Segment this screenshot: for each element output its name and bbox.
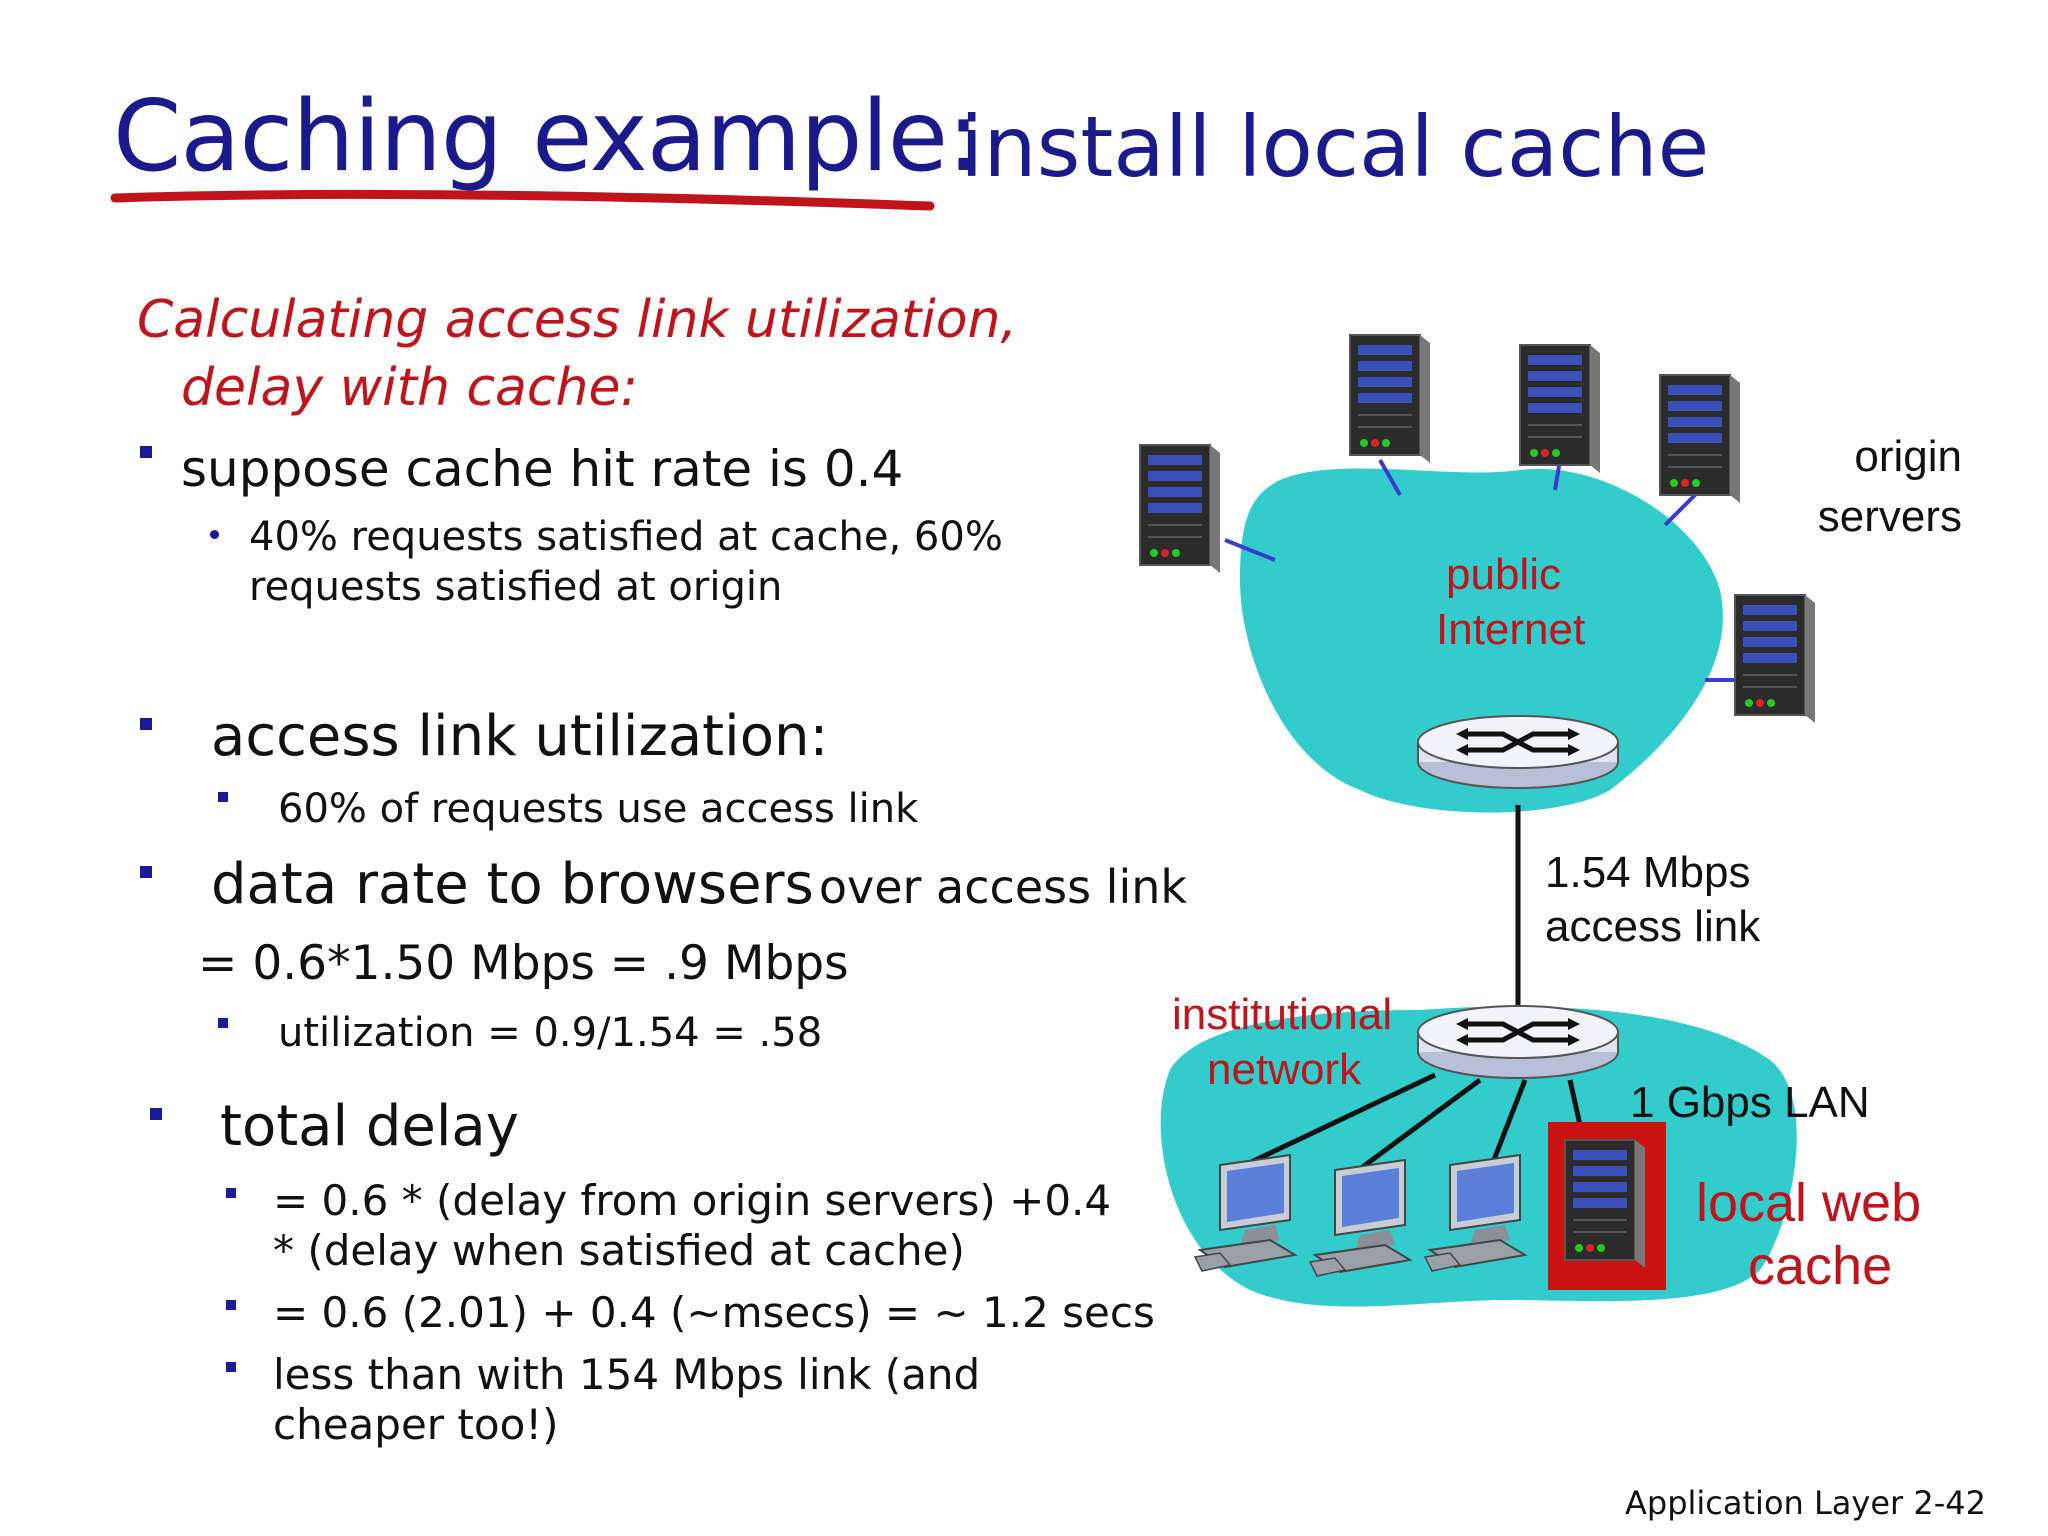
lan-lines [1243, 1072, 1583, 1183]
bullet-marker [140, 866, 152, 878]
bullet-marker [226, 1300, 236, 1310]
bullet-marker [210, 530, 219, 539]
origin-server-3 [1519, 344, 1601, 474]
origin-server-2 [1349, 334, 1431, 464]
bullet-total-delay: total delay [220, 1094, 519, 1159]
bullet-marker [140, 446, 152, 458]
data-rate-suffix: over access link [818, 860, 1188, 914]
origin-label-1: origin [1854, 432, 1962, 481]
institutional-router [1418, 1006, 1618, 1078]
delay-line-3b: cheaper too!) [273, 1400, 559, 1449]
bullet-marker [218, 1018, 228, 1028]
bullet-marker [226, 1188, 236, 1198]
local-cache-label-2: cache [1748, 1236, 1893, 1296]
origin-server-4 [1659, 374, 1741, 504]
delay-line-1b: * (delay when satisfied at cache) [273, 1226, 965, 1275]
slide-title-sub: install local cache [960, 98, 1710, 196]
origin-label-2: servers [1817, 492, 1962, 541]
local-cache-label-1: local web [1696, 1173, 1922, 1233]
bullet-marker [150, 1108, 162, 1120]
bullet-data-rate: data rate to browsers over access link [211, 852, 1187, 917]
bullet-marker [218, 792, 228, 802]
hit-detail-line-2: requests satisfied at origin [249, 564, 783, 610]
access-link-label: access link [1545, 902, 1761, 951]
lan-label: 1 Gbps LAN [1630, 1078, 1870, 1127]
heading-line-2: delay with cache: [181, 358, 638, 418]
local-cache-server [1564, 1139, 1646, 1269]
utilization-calc: utilization = 0.9/1.54 = .58 [278, 1010, 823, 1056]
origin-server-1 [1139, 444, 1221, 574]
institutional-label-1: institutional [1172, 990, 1393, 1039]
hit-detail-line-1: 40% requests satisfied at cache, 60% [249, 514, 1003, 560]
institutional-label-2: network [1207, 1045, 1362, 1094]
data-rate-label: data rate to browsers [211, 852, 814, 917]
title-underline [110, 189, 935, 211]
bullet-utilization: access link utilization: [211, 704, 829, 769]
delay-line-2: = 0.6 (2.01) + 0.4 (~msecs) = ~ 1.2 secs [273, 1288, 1155, 1337]
public-internet-label-2: Internet [1436, 605, 1586, 654]
bullet-hit-rate: suppose cache hit rate is 0.4 [181, 440, 904, 498]
access-link-rate: 1.54 Mbps [1545, 848, 1751, 897]
data-rate-calc: = 0.6*1.50 Mbps = .9 Mbps [198, 936, 849, 991]
heading-line-1: Calculating access link utilization, [137, 290, 1018, 350]
public-internet-label-1: public [1446, 550, 1561, 599]
bullet-marker [140, 718, 152, 730]
public-internet-cloud [1240, 468, 1723, 813]
slide-footer: Application Layer 2-42 [1625, 1484, 1986, 1522]
bullet-marker [226, 1362, 236, 1372]
internet-router [1418, 716, 1618, 788]
delay-line-1a: = 0.6 * (delay from origin servers) +0.4 [273, 1176, 1112, 1225]
delay-line-3a: less than with 154 Mbps link (and [273, 1350, 981, 1399]
origin-server-5 [1734, 594, 1816, 724]
utilization-detail: 60% of requests use access link [278, 786, 919, 832]
slide-title-main: Caching example: [113, 80, 980, 194]
